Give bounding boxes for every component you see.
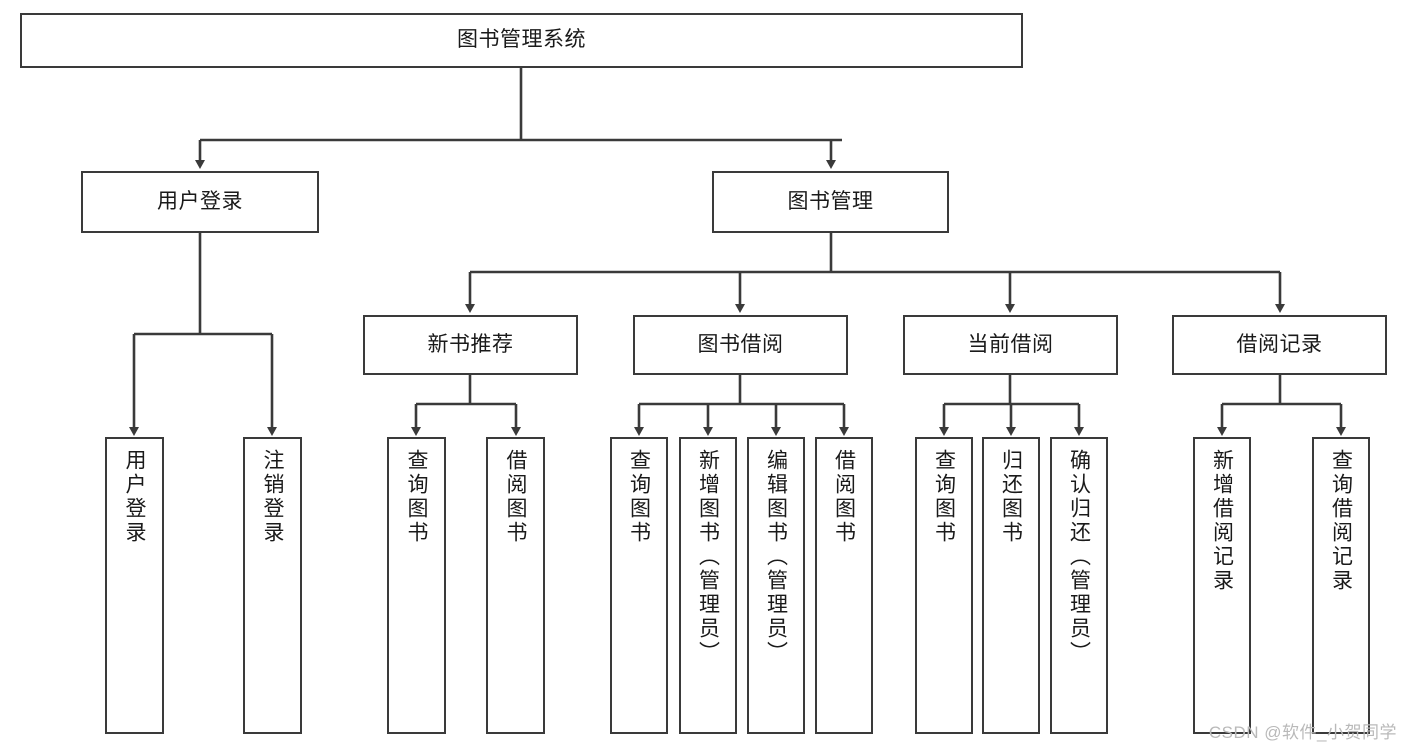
node-level2-current-borrow[interactable]: 当前借阅	[903, 315, 1118, 375]
node-leaf-1-label: 注销登录	[261, 449, 284, 545]
node-leaf-3[interactable]: 借阅图书	[486, 437, 545, 734]
node-leaf-9[interactable]: 归还图书	[982, 437, 1040, 734]
node-level2-book-borrow[interactable]: 图书借阅	[633, 315, 848, 375]
node-leaf-0-label: 用户登录	[123, 449, 146, 545]
node-level1-user-login[interactable]: 用户登录	[81, 171, 319, 233]
node-leaf-2[interactable]: 查询图书	[387, 437, 446, 734]
node-leaf-6[interactable]: 编辑图书（管理员）	[747, 437, 805, 734]
node-leaf-8-label: 查询图书	[932, 449, 956, 545]
node-leaf-5[interactable]: 新增图书（管理员）	[679, 437, 737, 734]
node-leaf-11[interactable]: 新增借阅记录	[1193, 437, 1251, 734]
node-leaf-3-label: 借阅图书	[504, 449, 527, 545]
node-level2-current-borrow-label: 当前借阅	[967, 332, 1054, 356]
node-leaf-7-label: 借阅图书	[832, 449, 856, 545]
node-leaf-4[interactable]: 查询图书	[610, 437, 668, 734]
node-leaf-0[interactable]: 用户登录	[105, 437, 164, 734]
node-leaf-1[interactable]: 注销登录	[243, 437, 302, 734]
node-leaf-7[interactable]: 借阅图书	[815, 437, 873, 734]
node-root[interactable]: 图书管理系统	[20, 13, 1023, 68]
node-leaf-4-label: 查询图书	[627, 449, 651, 545]
node-level2-borrow-record-label: 借阅记录	[1236, 332, 1323, 356]
node-level2-borrow-record[interactable]: 借阅记录	[1172, 315, 1387, 375]
node-leaf-9-label: 归还图书	[999, 449, 1023, 545]
node-leaf-11-label: 新增借阅记录	[1210, 449, 1234, 593]
node-level2-book-borrow-label: 图书借阅	[697, 332, 784, 356]
node-level1-book-management-label: 图书管理	[787, 189, 874, 213]
node-leaf-12-label: 查询借阅记录	[1329, 449, 1353, 593]
node-leaf-10-label: 确认归还（管理员）	[1067, 449, 1091, 665]
node-leaf-10[interactable]: 确认归还（管理员）	[1050, 437, 1108, 734]
node-leaf-12[interactable]: 查询借阅记录	[1312, 437, 1370, 734]
node-leaf-6-label: 编辑图书（管理员）	[764, 449, 788, 665]
node-leaf-5-label: 新增图书（管理员）	[696, 449, 720, 665]
watermark-text: CSDN @软件_小贺同学	[1208, 723, 1397, 742]
node-leaf-2-label: 查询图书	[405, 449, 428, 545]
node-root-label: 图书管理系统	[457, 28, 586, 52]
node-level1-user-login-label: 用户登录	[157, 189, 243, 213]
node-level2-new-book-recommend-label: 新书推荐	[427, 332, 514, 356]
node-leaf-8[interactable]: 查询图书	[915, 437, 973, 734]
node-level2-new-book-recommend[interactable]: 新书推荐	[363, 315, 578, 375]
node-level1-book-management[interactable]: 图书管理	[712, 171, 949, 233]
